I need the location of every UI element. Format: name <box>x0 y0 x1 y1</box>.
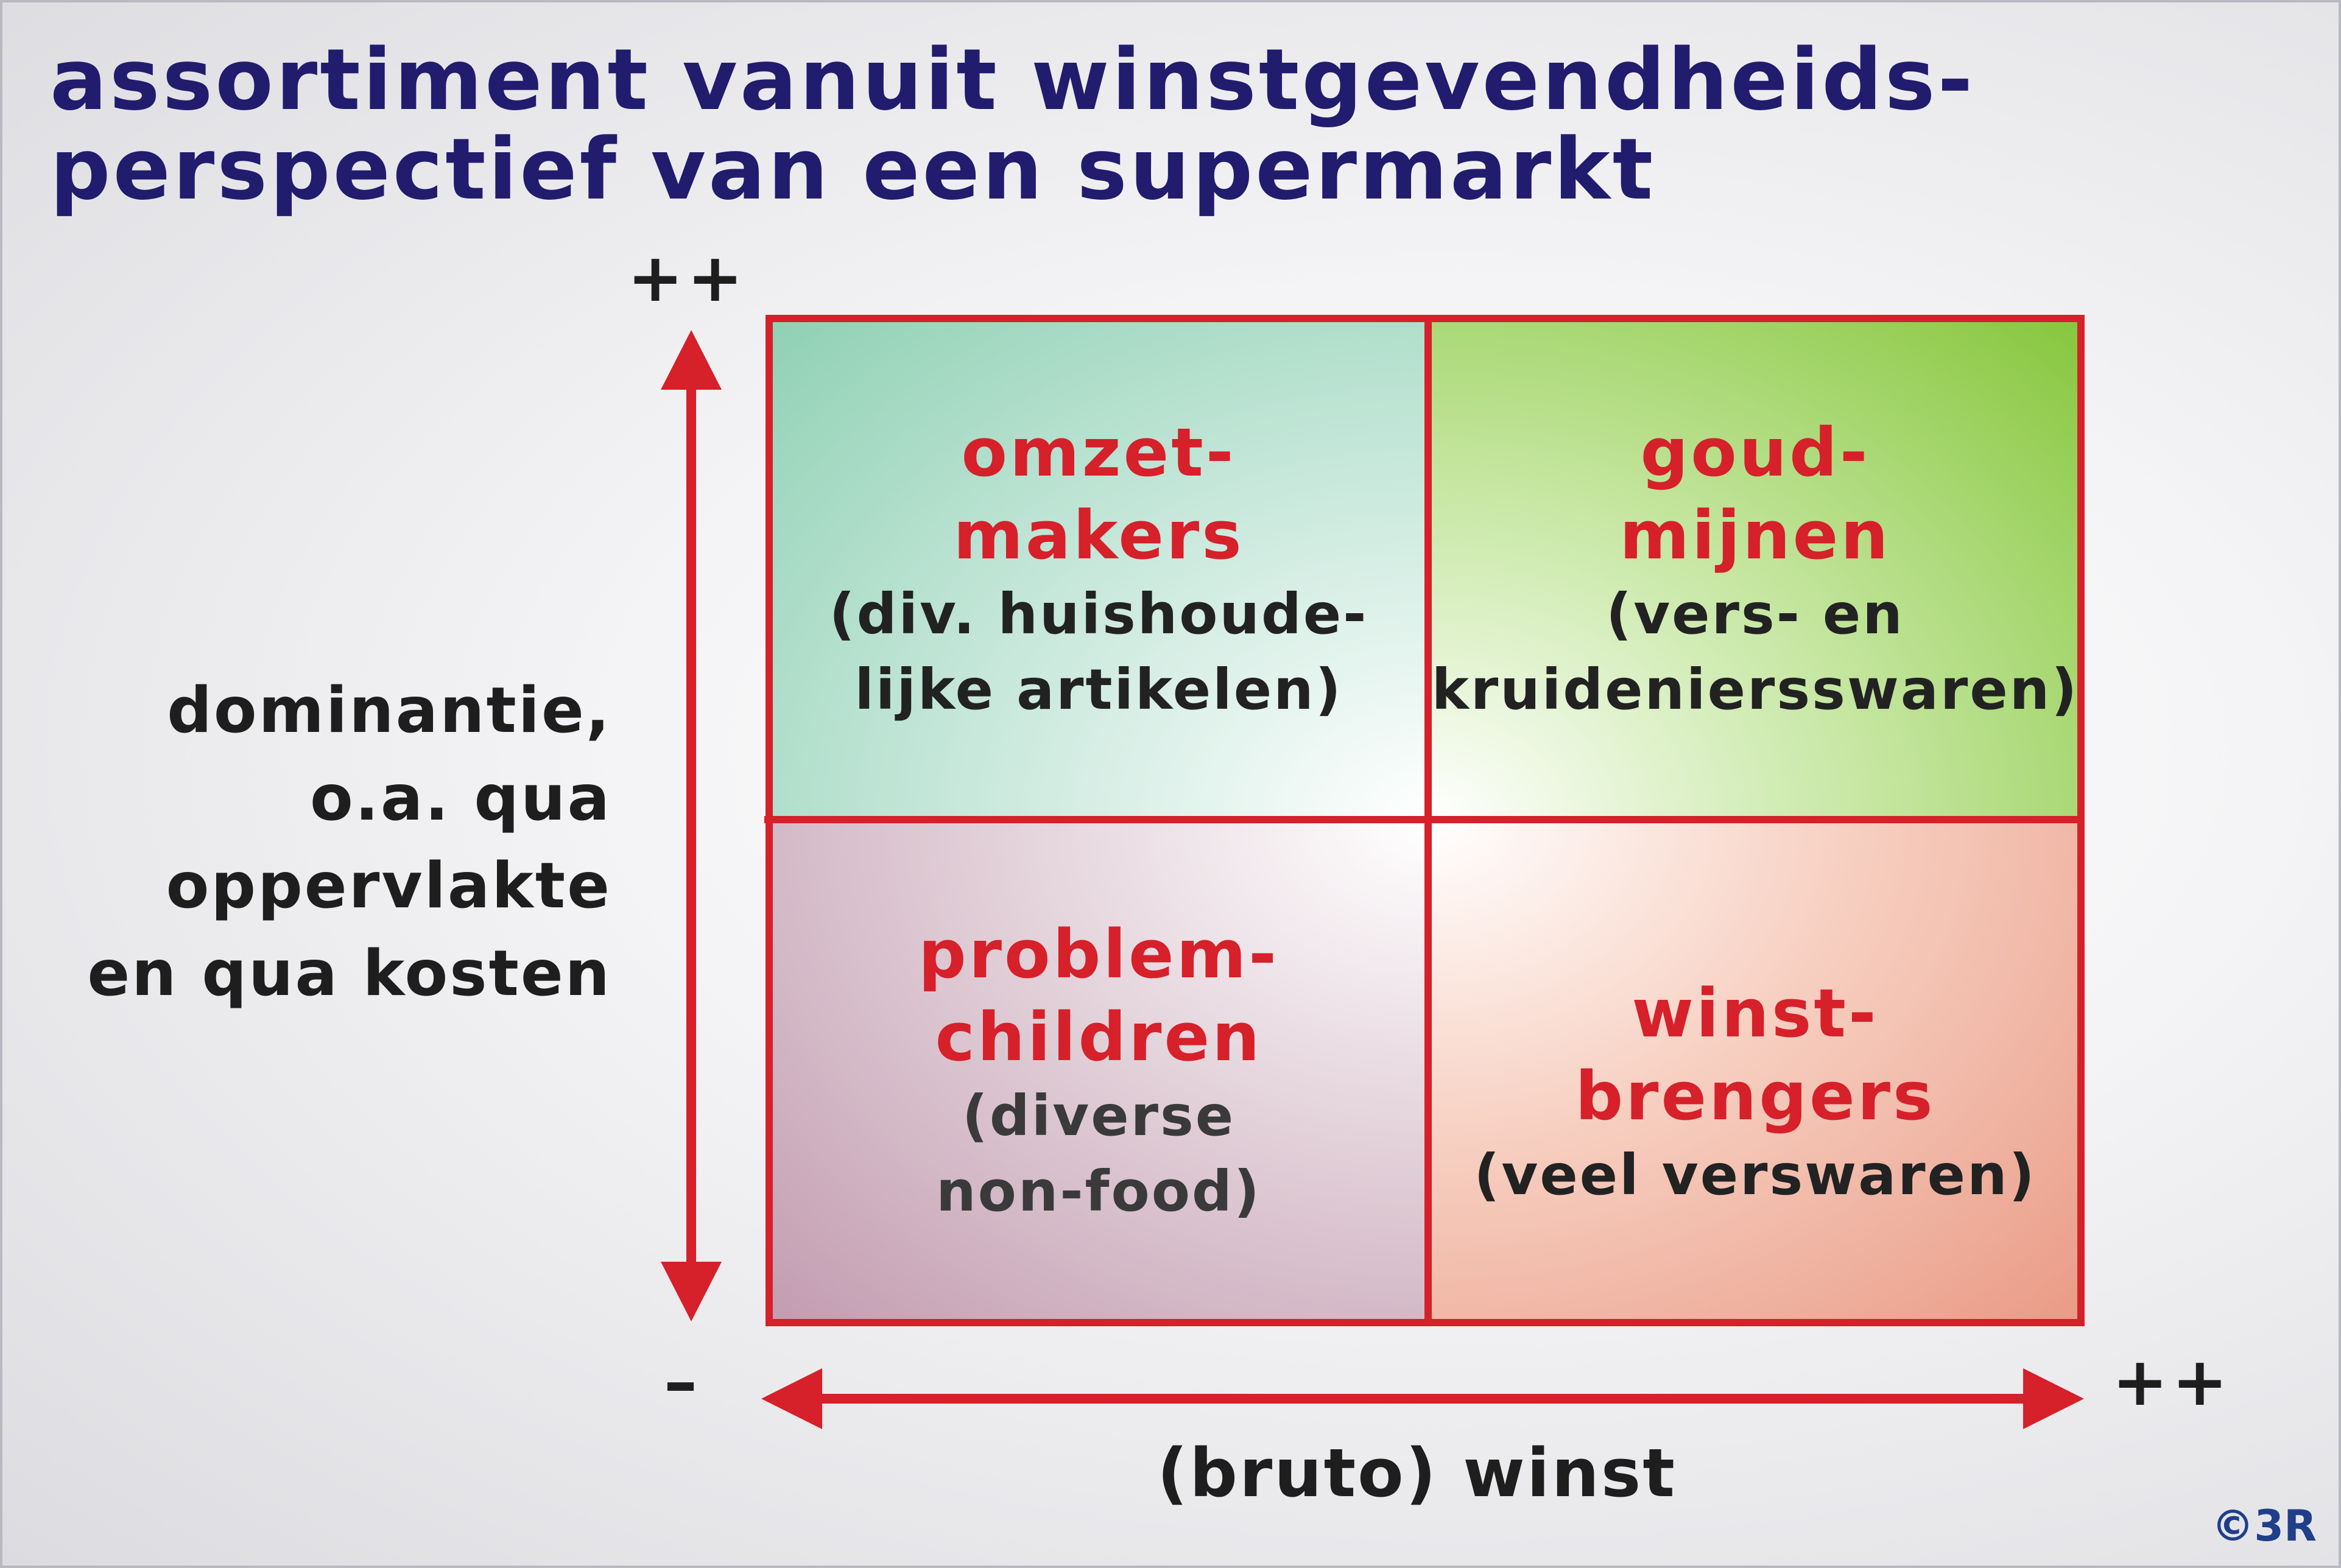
y-axis-label: dominantie, o.a. qua oppervlakte en qua … <box>87 667 611 1018</box>
x-axis-arrow <box>761 1368 2084 1429</box>
x-axis-min-marker: – <box>664 1343 697 1421</box>
title-line-2: perspectief van een supermarkt <box>50 120 1656 219</box>
quadrant-subtitle: (veel verswaren) <box>1474 1142 2036 1208</box>
quadrant-title: omzet- makers <box>953 413 1244 574</box>
y-axis-label-line: oppervlakte <box>166 849 611 923</box>
quadrant-problem-children: problem- children (diverse non-food) <box>767 820 1430 1323</box>
copyright-logo: ©3R <box>2211 1501 2317 1551</box>
quadrant-goudmijnen: goud- mijnen (vers- en kruideniersswaren… <box>1430 318 2080 820</box>
y-axis-arrow <box>661 330 722 1321</box>
y-axis-label-line: dominantie, <box>167 674 611 747</box>
quadrant-title: problem- children <box>918 915 1279 1076</box>
x-axis-label: (bruto) winst <box>1157 1434 1677 1512</box>
quadrant-title: goud- mijnen <box>1619 413 1891 574</box>
quadrant-winstbrengers: winst- brengers (veel verswaren) <box>1430 820 2080 1323</box>
y-axis-top-marker: ++ <box>627 239 747 317</box>
page-title: assortiment vanuit winstgevendheids- per… <box>50 35 1975 214</box>
y-axis-label-line: en qua kosten <box>87 937 611 1010</box>
x-axis-max-marker: ++ <box>2112 1343 2232 1421</box>
quadrant-omzetmakers: omzet- makers (div. huishoude- lijke art… <box>767 318 1430 820</box>
title-line-1: assortiment vanuit winstgevendheids- <box>50 30 1976 129</box>
y-axis-label-line: o.a. qua <box>310 762 611 835</box>
quadrant-subtitle: (div. huishoude- lijke artikelen) <box>829 581 1368 722</box>
quadrant-subtitle: (diverse non-food) <box>936 1083 1261 1224</box>
quadrant-subtitle: (vers- en kruideniersswaren) <box>1431 581 2079 722</box>
quadrant-title: winst- brengers <box>1575 974 1935 1135</box>
